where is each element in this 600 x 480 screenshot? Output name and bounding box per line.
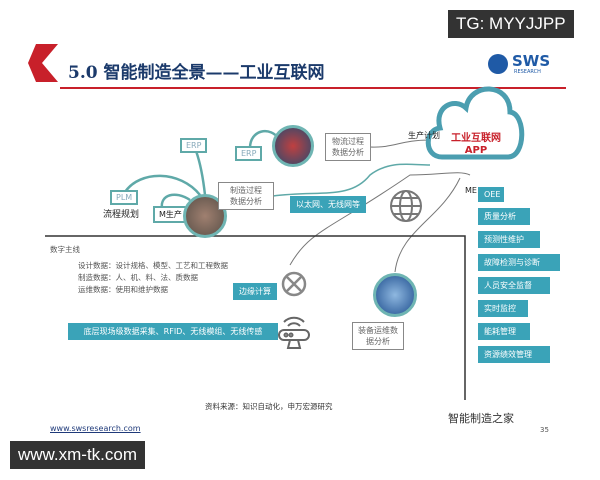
app-list: OEE 质量分析 预测性维护 故障检测与诊断 人员安全监督 实时监控 能耗管理 …: [478, 187, 560, 363]
digital-thread-title: 数字主线: [50, 245, 80, 254]
production-plan-label: 生产计划: [408, 131, 440, 140]
cloud-icon: [425, 86, 525, 160]
ship-image: [272, 125, 314, 167]
app-resource: 资源绩效管理: [478, 346, 550, 363]
digital-thread-lines: 设计数据：设计规格、模型、工艺和工程数据 制造数据：人、机、料、法、质数据 运维…: [78, 261, 228, 294]
app-energy: 能耗管理: [478, 323, 530, 340]
production-box: M生产: [153, 206, 188, 223]
equipment-analysis-box: 装备运维数据分析: [352, 322, 404, 350]
app-quality: 质量分析: [478, 208, 530, 225]
edge-computing-label: 边缘计算: [233, 283, 277, 300]
sws-logo: SWS RESEARCH: [488, 52, 558, 78]
app-safety: 人员安全监督: [478, 277, 550, 294]
process-planning-label: 流程规划: [103, 210, 140, 220]
wechat-watermark: 智能制造之家: [448, 412, 514, 425]
page-title: 5.0 智能制造全景——工业互联网: [68, 63, 325, 83]
globe-icon: [390, 190, 422, 222]
manufacturing-analysis-box: 制造过程数据分析: [218, 182, 274, 210]
header-divider: [60, 87, 566, 89]
website-link[interactable]: www.swsresearch.com: [50, 424, 141, 433]
watermark-bottom: www.xm-tk.com: [10, 441, 145, 469]
erp-box-2: ERP: [235, 146, 263, 161]
wind-turbine-image: [373, 273, 417, 317]
app-oee: OEE: [478, 187, 504, 202]
field-data-label: 底层现场级数据采集、RFID、无线模组、无线传感: [68, 323, 278, 340]
source-note: 资料来源：知识自动化，申万宏源研究: [205, 402, 333, 411]
app-monitoring: 实时监控: [478, 300, 528, 317]
title-accent-shape: [28, 44, 58, 82]
wireless-sensor-icon: [278, 316, 310, 349]
edge-node-icon: [281, 271, 307, 297]
erp-box-1: ERP: [180, 138, 208, 153]
page-number: 35: [540, 426, 549, 434]
app-predictive-maintenance: 预测性维护: [478, 231, 540, 248]
app-fault-diagnosis: 故障检测与诊断: [478, 254, 560, 271]
plm-box: PLM: [110, 190, 139, 205]
watermark-top: TG: MYYJJPP: [448, 10, 574, 38]
logistics-analysis-box: 物流过程数据分析: [325, 133, 371, 161]
me-label: ME: [465, 186, 477, 195]
network-label: 以太网、无线网等: [290, 196, 366, 213]
